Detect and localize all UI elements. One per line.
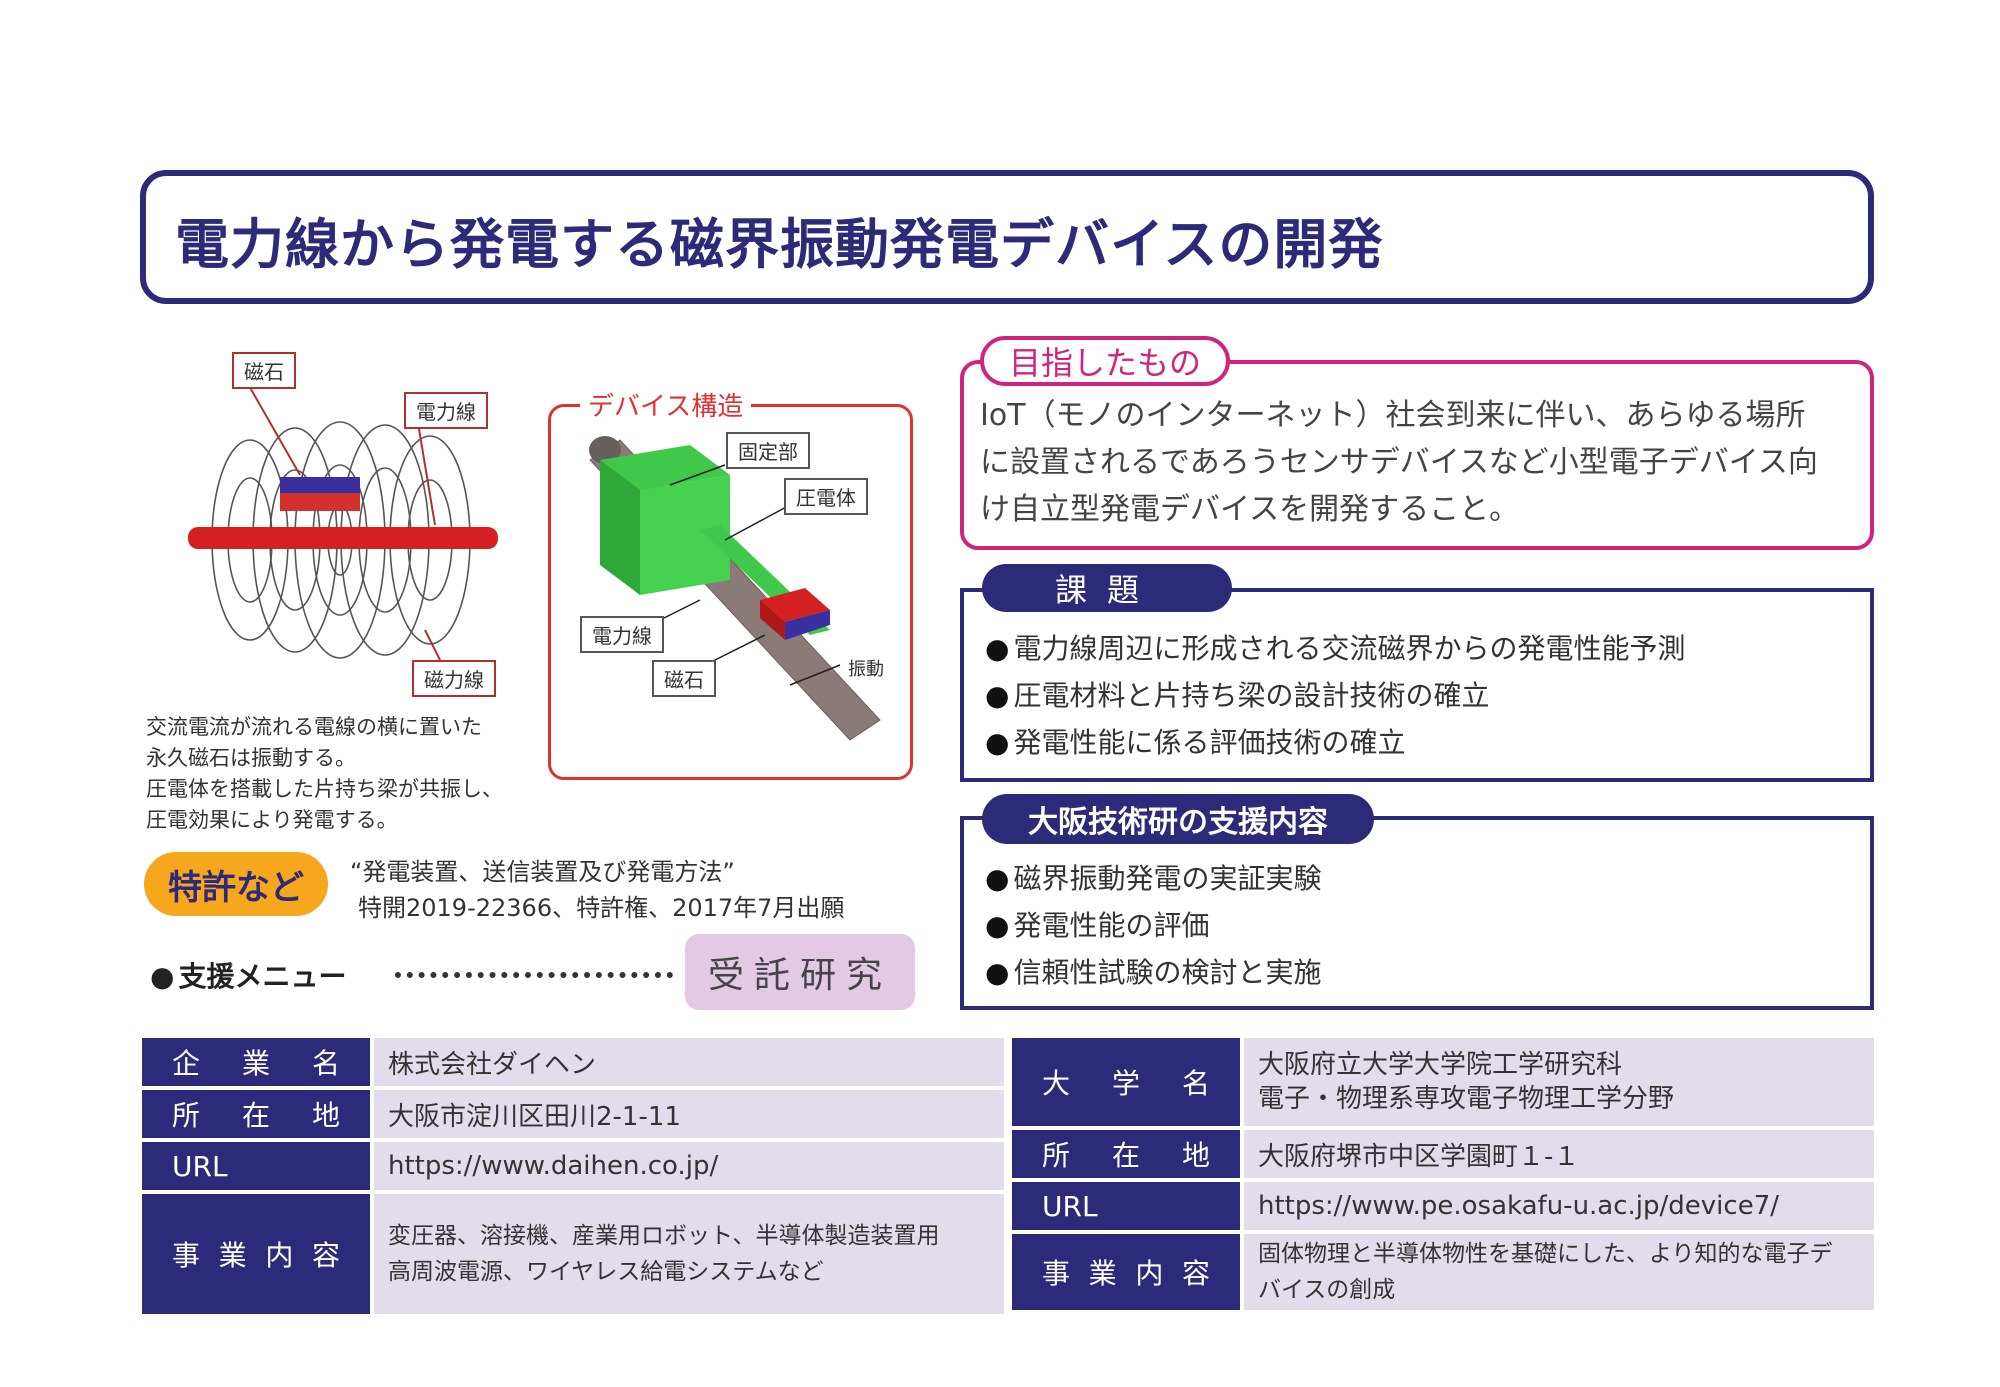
table-row: 事業内容 固体物理と半導体物性を基礎にした、より知的な電子デ バイスの創成 — [1012, 1234, 1874, 1310]
issues-tab: 課題 — [982, 564, 1232, 612]
business-line: バイスの創成 — [1258, 1277, 1396, 1303]
company-info-table: 企業名 株式会社ダイヘン 所在地 大阪市淀川区田川2-1-11 URL http… — [142, 1034, 1004, 1318]
patent-title: “発電装置、送信装置及び発電方法” — [350, 858, 735, 886]
business-line: 高周波電源、ワイヤレス給電システムなど — [388, 1259, 824, 1285]
university-business-key: 事業内容 — [1012, 1234, 1240, 1310]
table-row: 所在地 大阪府堺市中区学園町１-１ — [1012, 1130, 1874, 1178]
university-business-value: 固体物理と半導体物性を基礎にした、より知的な電子デ バイスの創成 — [1240, 1234, 1874, 1310]
fixed-block-top — [600, 445, 730, 490]
company-address-value: 大阪市淀川区田川2-1-11 — [370, 1090, 1004, 1138]
list-item: 発電性能に係る評価技術の確立 — [985, 719, 1685, 766]
goal-tab: 目指したもの — [980, 336, 1230, 386]
table-row: 所在地 大阪市淀川区田川2-1-11 — [142, 1090, 1004, 1138]
device-illustration — [589, 436, 881, 741]
support-content-tab: 大阪技術研の支援内容 — [982, 794, 1374, 844]
university-name-line: 大阪府立大学大学院工学研究科 — [1258, 1050, 1623, 1080]
university-url-key: URL — [1012, 1182, 1240, 1230]
label-power-line: 電力線 — [404, 392, 488, 429]
goal-line: IoT（モノのインターネット）社会到来に伴い、あらゆる場所 — [980, 398, 1806, 433]
dotted-leader — [395, 972, 673, 978]
university-url-link[interactable]: https://www.pe.osakafu-u.ac.jp/device7/ — [1258, 1191, 1779, 1221]
goal-text: IoT（モノのインターネット）社会到来に伴い、あらゆる場所 に設置されるであろう… — [980, 392, 1860, 533]
company-url-link[interactable]: https://www.daihen.co.jp/ — [388, 1151, 719, 1181]
magnet-bottom — [280, 493, 360, 511]
device-magnet — [760, 588, 830, 622]
label-vibration: 振動 — [848, 659, 884, 680]
company-url-value[interactable]: https://www.daihen.co.jp/ — [370, 1142, 1004, 1190]
issues-list: 電力線周辺に形成される交流磁界からの発電性能予測 圧電材料と片持ち梁の設計技術の… — [985, 625, 1685, 766]
label-flux-line: 磁力線 — [412, 660, 496, 697]
goal-box — [960, 360, 1874, 550]
table-row: URL https://www.pe.osakafu-u.ac.jp/devic… — [1012, 1182, 1874, 1230]
university-name-value: 大阪府立大学大学院工学研究科 電子・物理系専攻電子物理工学分野 — [1240, 1038, 1874, 1126]
support-menu-text: 支援メニュー — [178, 960, 347, 993]
support-menu-value: 受託研究 — [685, 934, 915, 1010]
list-item: 電力線周辺に形成される交流磁界からの発電性能予測 — [985, 625, 1685, 672]
table-row: 大学名 大阪府立大学大学院工学研究科 電子・物理系専攻電子物理工学分野 — [1012, 1038, 1874, 1126]
company-address-key: 所在地 — [142, 1090, 370, 1138]
list-item: 発電性能の評価 — [985, 902, 1321, 949]
label-fixed-part: 固定部 — [726, 432, 810, 469]
support-content-list: 磁界振動発電の実証実験 発電性能の評価 信頼性試験の検討と実施 — [985, 855, 1321, 996]
label-device-magnet: 磁石 — [652, 660, 716, 697]
magnetic-field-illustration — [188, 369, 498, 661]
device-structure-title: デバイス構造 — [580, 386, 752, 423]
caption-line: 圧電効果により発電する。 — [146, 808, 398, 832]
list-item: 圧電材料と片持ち梁の設計技術の確立 — [985, 672, 1685, 719]
university-url-value[interactable]: https://www.pe.osakafu-u.ac.jp/device7/ — [1240, 1182, 1874, 1230]
caption-line: 交流電流が流れる電線の横に置いた — [146, 715, 482, 739]
magnet-top — [280, 477, 360, 493]
table-row: URL https://www.daihen.co.jp/ — [142, 1142, 1004, 1190]
patent-badge: 特許など — [144, 852, 328, 916]
caption-line: 永久磁石は振動する。 — [146, 746, 356, 770]
power-line-cable — [188, 527, 498, 549]
company-business-key: 事業内容 — [142, 1194, 370, 1314]
list-item: 信頼性試験の検討と実施 — [985, 949, 1321, 996]
university-name-line: 電子・物理系専攻電子物理工学分野 — [1258, 1084, 1675, 1114]
company-name-value: 株式会社ダイヘン — [370, 1038, 1004, 1086]
bullet-icon: ● — [150, 960, 175, 993]
company-url-key: URL — [142, 1142, 370, 1190]
support-menu-label: ●支援メニュー — [150, 955, 346, 995]
university-info-table: 大学名 大阪府立大学大学院工学研究科 電子・物理系専攻電子物理工学分野 所在地 … — [1012, 1034, 1874, 1314]
caption-line: 圧電体を搭載した片持ち梁が共振し、 — [146, 777, 503, 801]
issues-box — [960, 588, 1874, 782]
support-content-box — [960, 816, 1874, 1010]
patent-number: 特開2019-22366、特許権、2017年7月出願 — [358, 894, 845, 922]
company-business-value: 変圧器、溶接機、産業用ロボット、半導体製造装置用 高周波電源、ワイヤレス給電シス… — [370, 1194, 1004, 1314]
university-address-value: 大阪府堺市中区学園町１-１ — [1240, 1130, 1874, 1178]
figure-caption: 交流電流が流れる電線の横に置いた 永久磁石は振動する。 圧電体を搭載した片持ち梁… — [146, 712, 546, 836]
label-magnet: 磁石 — [232, 352, 296, 389]
table-row: 企業名 株式会社ダイヘン — [142, 1038, 1004, 1086]
list-item: 磁界振動発電の実証実験 — [985, 855, 1321, 902]
table-row: 事業内容 変圧器、溶接機、産業用ロボット、半導体製造装置用 高周波電源、ワイヤレ… — [142, 1194, 1004, 1314]
university-name-key: 大学名 — [1012, 1038, 1240, 1126]
label-device-power-line: 電力線 — [580, 616, 664, 653]
business-line: 固体物理と半導体物性を基礎にした、より知的な電子デ — [1258, 1241, 1833, 1267]
goal-line: に設置されるであろうセンサデバイスなど小型電子デバイス向 — [980, 445, 1818, 480]
label-piezo: 圧電体 — [784, 478, 868, 515]
page-title: 電力線から発電する磁界振動発電デバイスの開発 — [175, 213, 1384, 276]
goal-line: け自立型発電デバイスを開発すること。 — [980, 492, 1520, 527]
title-frame — [140, 170, 1874, 304]
university-address-key: 所在地 — [1012, 1130, 1240, 1178]
business-line: 変圧器、溶接機、産業用ロボット、半導体製造装置用 — [388, 1223, 940, 1249]
company-name-key: 企業名 — [142, 1038, 370, 1086]
